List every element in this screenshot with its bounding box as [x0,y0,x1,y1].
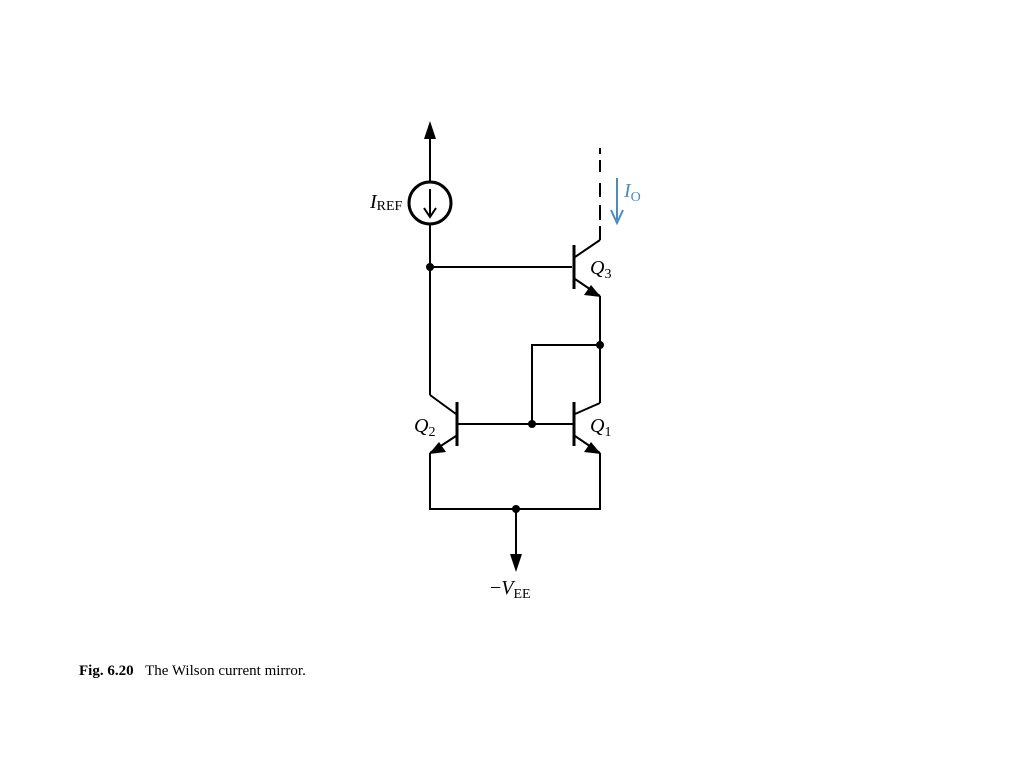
q1-label: Q1 [590,415,611,440]
emitter-return-wire [429,453,601,510]
q2-label: Q2 [414,415,435,440]
vee-arrow [510,509,522,572]
q3-label: Q3 [590,257,611,282]
figure-number: Fig. 6.20 [79,663,134,679]
q1-transistor [572,402,601,454]
base-bus-junction [528,420,536,428]
io-current-arrow [610,178,624,226]
iref-output-arrow [424,121,436,182]
io-label: IO [623,180,641,205]
figure-caption: Fig. 6.20 The Wilson current mirror. [79,663,306,680]
diode-connection-wire [531,344,600,424]
vee-label: −VEE [490,577,531,602]
iref-current-source [407,180,453,226]
q3-transistor [572,239,601,297]
q2-transistor [429,394,459,454]
iref-label: IREF [369,191,403,214]
figure-caption-text: The Wilson current mirror. [145,663,306,679]
